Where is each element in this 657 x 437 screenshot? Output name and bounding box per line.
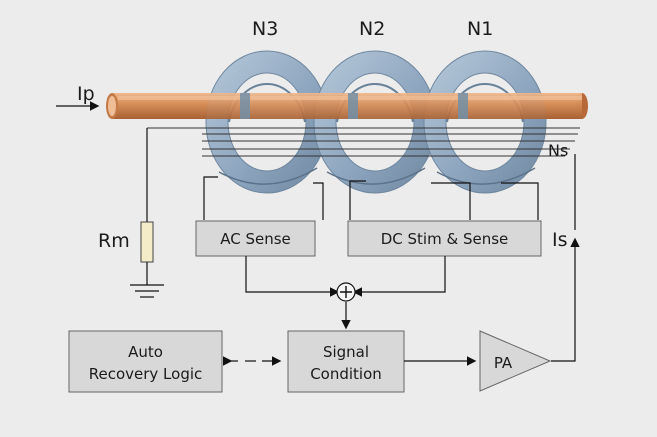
ip-label: Ip [77,83,95,105]
auto-recovery-label-line1: Auto [128,343,163,361]
signal-paths [222,237,580,366]
magnetic-cores [205,50,547,194]
core-n1 [423,50,547,194]
rm-resistor [130,221,164,298]
n2-label: N2 [359,18,385,40]
summing-junction [336,282,356,302]
ns-label: Ns [548,141,568,160]
primary-conductor-front [118,93,582,119]
n1-label: N1 [467,18,493,40]
dc-stim-sense-label: DC Stim & Sense [381,230,509,248]
signal-condition-label-line1: Signal [323,343,369,361]
ac-sense-label: AC Sense [220,230,291,248]
auto-recovery-label-line2: Recovery Logic [89,365,203,383]
pa-block [479,330,552,392]
pa-label: PA [494,354,513,372]
rm-label: Rm [98,230,130,252]
auto-recovery-block [68,330,223,393]
dc-stim-sense-block [347,220,542,257]
signal-condition-block [287,330,405,393]
ac-sense-block [195,220,316,257]
core-n2 [313,50,437,194]
sense-loops [203,176,539,220]
core-n3 [205,50,329,194]
n3-label: N3 [252,18,278,40]
signal-condition-label-line2: Condition [310,365,382,383]
is-label: Is [552,229,568,251]
secondary-winding [146,127,580,230]
